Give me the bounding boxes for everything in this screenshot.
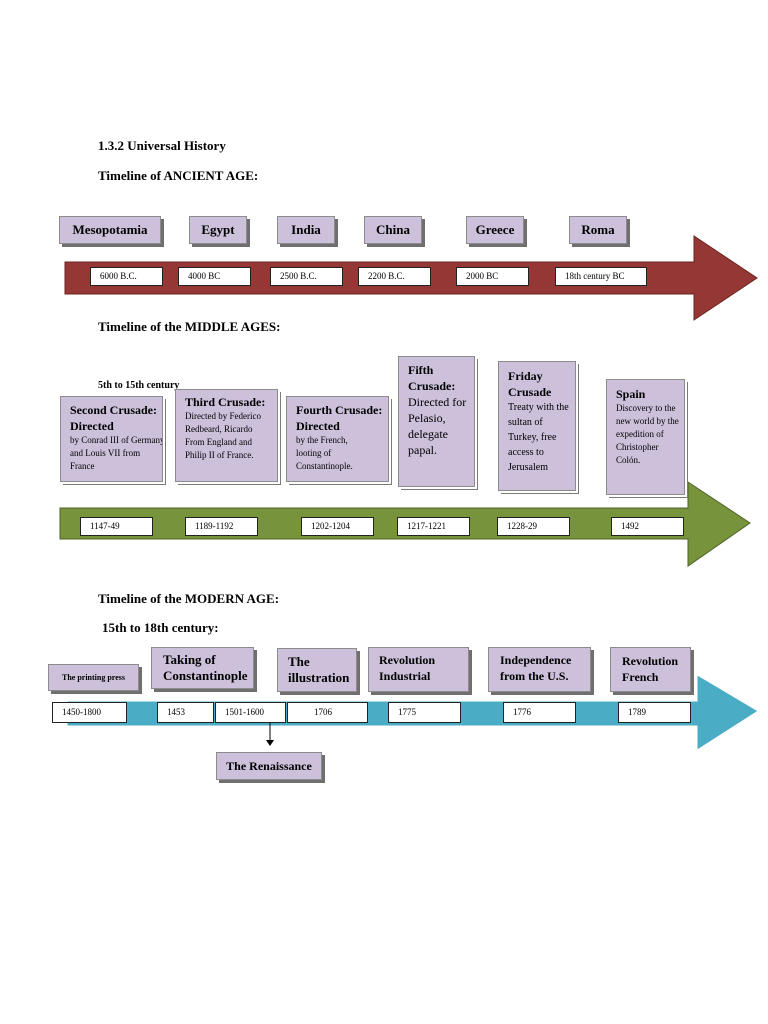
modern-date: 1453 [157, 702, 214, 723]
section-title: 1.3.2 Universal History [98, 138, 226, 153]
middle-card-friday-crusade: Friday Crusade Treaty with the sultan of… [498, 361, 576, 491]
modern-label-revolution-french: Revolution French [610, 647, 691, 692]
ancient-date: 2500 B.C. [270, 267, 343, 286]
ancient-label-roma: Roma [569, 216, 627, 244]
card-body: Discovery to the new world by the expedi… [616, 403, 679, 465]
card-title: Friday Crusade [508, 369, 552, 399]
middle-card-third-crusade: Third Crusade: Directed by Federico Redb… [175, 389, 278, 482]
modern-heading: Timeline of the MODERN AGE: [98, 591, 280, 606]
card-body: by Conrad III of Germany and Louis VII f… [70, 435, 163, 471]
middle-card-spain: Spain Discovery to the new world by the … [606, 379, 685, 495]
card-body: Directed for Pelasio, delegate papal. [408, 395, 467, 457]
middle-card-fourth-crusade: Fourth Crusade: Directed by the French, … [286, 396, 389, 482]
renaissance-arrowhead [266, 740, 274, 746]
modern-date: 1501-1600 [215, 702, 286, 723]
ancient-label-mesopotamia: Mesopotamia [59, 216, 161, 244]
middle-heading: Timeline of the MIDDLE AGES: [98, 319, 281, 334]
middle-subheading: 5th to 15th century [98, 380, 180, 391]
modern-label-independence-us: Independence from the U.S. [488, 647, 591, 692]
modern-label-illustration: The illustration [277, 648, 357, 692]
card-title: Fifth Crusade: [408, 363, 456, 393]
modern-label-revolution-industrial: Revolution Industrial [368, 647, 469, 692]
middle-date: 1202-1204 [301, 517, 374, 536]
ancient-label-greece: Greece [466, 216, 524, 244]
ancient-date: 2200 B.C. [358, 267, 431, 286]
ancient-date: 18th century BC [555, 267, 647, 286]
middle-date: 1228-29 [497, 517, 570, 536]
modern-label-printing-press: The printing press [48, 664, 139, 691]
modern-date: 1789 [618, 702, 691, 723]
card-body: Treaty with the sultan of Turkey, free a… [508, 402, 569, 473]
ancient-date: 2000 BC [456, 267, 529, 286]
ancient-date: 4000 BC [178, 267, 251, 286]
card-body: by the French, looting of Constantinople… [296, 435, 353, 471]
modern-date: 1776 [503, 702, 576, 723]
modern-label-taking-constantinople: Taking of Constantinople [151, 647, 254, 689]
middle-card-second-crusade: Second Crusade: Directed by Conrad III o… [60, 396, 163, 482]
ancient-heading: Timeline of ANCIENT AGE: [98, 168, 259, 183]
middle-date: 1217-1221 [397, 517, 470, 536]
ancient-label-india: India [277, 216, 335, 244]
ancient-label-egypt: Egypt [189, 216, 247, 244]
card-title: Spain [616, 387, 646, 401]
middle-date: 1492 [611, 517, 684, 536]
middle-date: 1189-1192 [185, 517, 258, 536]
card-title: Second Crusade: Directed [70, 403, 158, 433]
card-body: Directed by Federico Redbeard, Ricardo F… [185, 411, 261, 460]
ancient-label-china: China [364, 216, 422, 244]
middle-date: 1147-49 [80, 517, 153, 536]
modern-subheading: 15th to 18th century: [102, 620, 219, 635]
modern-date: 1450-1800 [52, 702, 127, 723]
ancient-date: 6000 B.C. [90, 267, 163, 286]
modern-date: 1706 [287, 702, 368, 723]
card-title: Fourth Crusade: Directed [296, 403, 383, 433]
card-title: Third Crusade: [185, 395, 266, 409]
modern-date: 1775 [388, 702, 461, 723]
middle-card-fifth-crusade: Fifth Crusade: Directed for Pelasio, del… [398, 356, 475, 487]
modern-callout-renaissance: The Renaissance [216, 752, 322, 780]
